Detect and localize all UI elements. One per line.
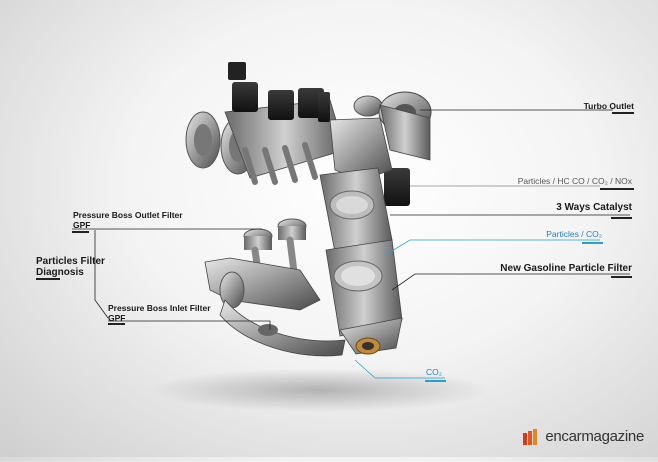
label-particles-hc: Particles / HC CO / CO₂ / NOx (517, 176, 632, 186)
label-co2: CO₂ (426, 367, 443, 377)
pistons-crankshaft (204, 218, 321, 311)
floor-shadow (150, 368, 490, 412)
label-particles-co2: Particles / CO₂ (546, 229, 602, 239)
three-way-catalyst (319, 167, 393, 253)
brand-name: encarmagazine (545, 428, 644, 445)
leader-lines (36, 109, 634, 382)
brand-mark-icon (523, 428, 538, 445)
label-pressure-boss-outlet: Pressure Boss Outlet Filter (73, 210, 183, 220)
label-diagnosis: Diagnosis (36, 267, 84, 278)
brand-logo: encarmagazine (523, 428, 644, 445)
label-pressure-boss-inlet: Pressure Boss Inlet Filter (108, 303, 211, 313)
label-new-gasoline-particle-filter: New Gasoline Particle Filter (500, 263, 632, 274)
cylinder-head (224, 62, 346, 185)
gasoline-particle-filter (325, 239, 403, 355)
label-turbo-outlet: Turbo Outlet (583, 101, 634, 111)
turbocharger (353, 91, 432, 206)
inlet-connector (258, 324, 278, 336)
label-pressure-boss-inlet-gpf: GPF (108, 313, 126, 323)
label-pressure-boss-outlet-gpf: GPF (73, 220, 91, 230)
intake-pipe (219, 299, 346, 357)
label-three-way-catalyst: 3 Ways Catalyst (556, 202, 632, 213)
label-particles-filter: Particles Filter (36, 256, 105, 267)
